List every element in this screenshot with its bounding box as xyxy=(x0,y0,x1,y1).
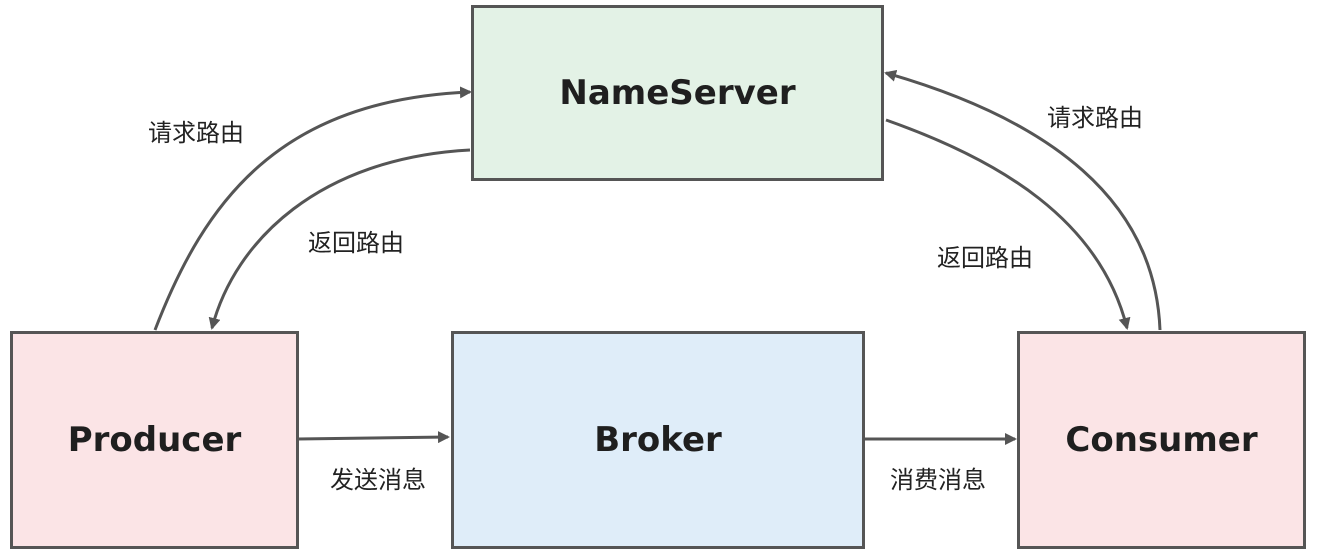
edge-label-consume: 消费消息 xyxy=(890,466,986,494)
edge-label-producer-return: 返回路由 xyxy=(308,229,404,257)
node-broker-label: Broker xyxy=(594,420,722,460)
edge-consumer-request xyxy=(884,69,1162,331)
node-consumer: Consumer xyxy=(1017,331,1306,549)
edge-consumer-return xyxy=(885,118,1131,330)
edge-label-producer-request: 请求路由 xyxy=(148,119,244,147)
node-nameserver: NameServer xyxy=(471,5,884,181)
edge-producer-request xyxy=(153,86,472,331)
edge-label-consumer-request: 请求路由 xyxy=(1047,104,1143,132)
node-consumer-label: Consumer xyxy=(1065,420,1258,460)
node-producer: Producer xyxy=(10,331,299,549)
node-nameserver-label: NameServer xyxy=(559,73,796,113)
edge-label-send: 发送消息 xyxy=(330,466,426,494)
node-producer-label: Producer xyxy=(67,420,242,460)
edge-label-consumer-return: 返回路由 xyxy=(937,244,1033,272)
edge-send xyxy=(297,431,450,444)
node-broker: Broker xyxy=(451,331,865,549)
edge-producer-return xyxy=(208,148,471,330)
